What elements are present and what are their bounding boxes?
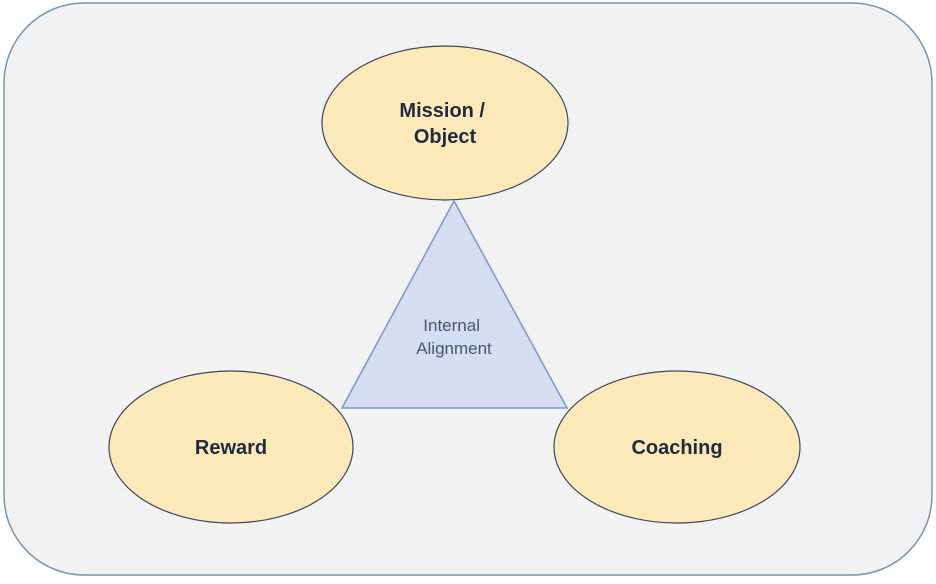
reward-node [108,370,354,524]
internal-alignment-triangle [340,199,569,409]
coaching-node [553,370,801,524]
internal-alignment-label-line-1: Internal [423,316,480,335]
internal-alignment-label-line-2: Alignment [416,339,492,358]
internal-alignment-label: Internal Alignment [416,316,492,358]
mission-object-label: Mission / Object [399,100,490,148]
mission-object-label-line-2: Object [414,126,477,148]
reward-label: Reward [195,437,267,459]
mission-object-node [321,45,569,201]
mission-object-label-line-1: Mission / [399,100,485,122]
coaching-label: Coaching [631,437,722,459]
